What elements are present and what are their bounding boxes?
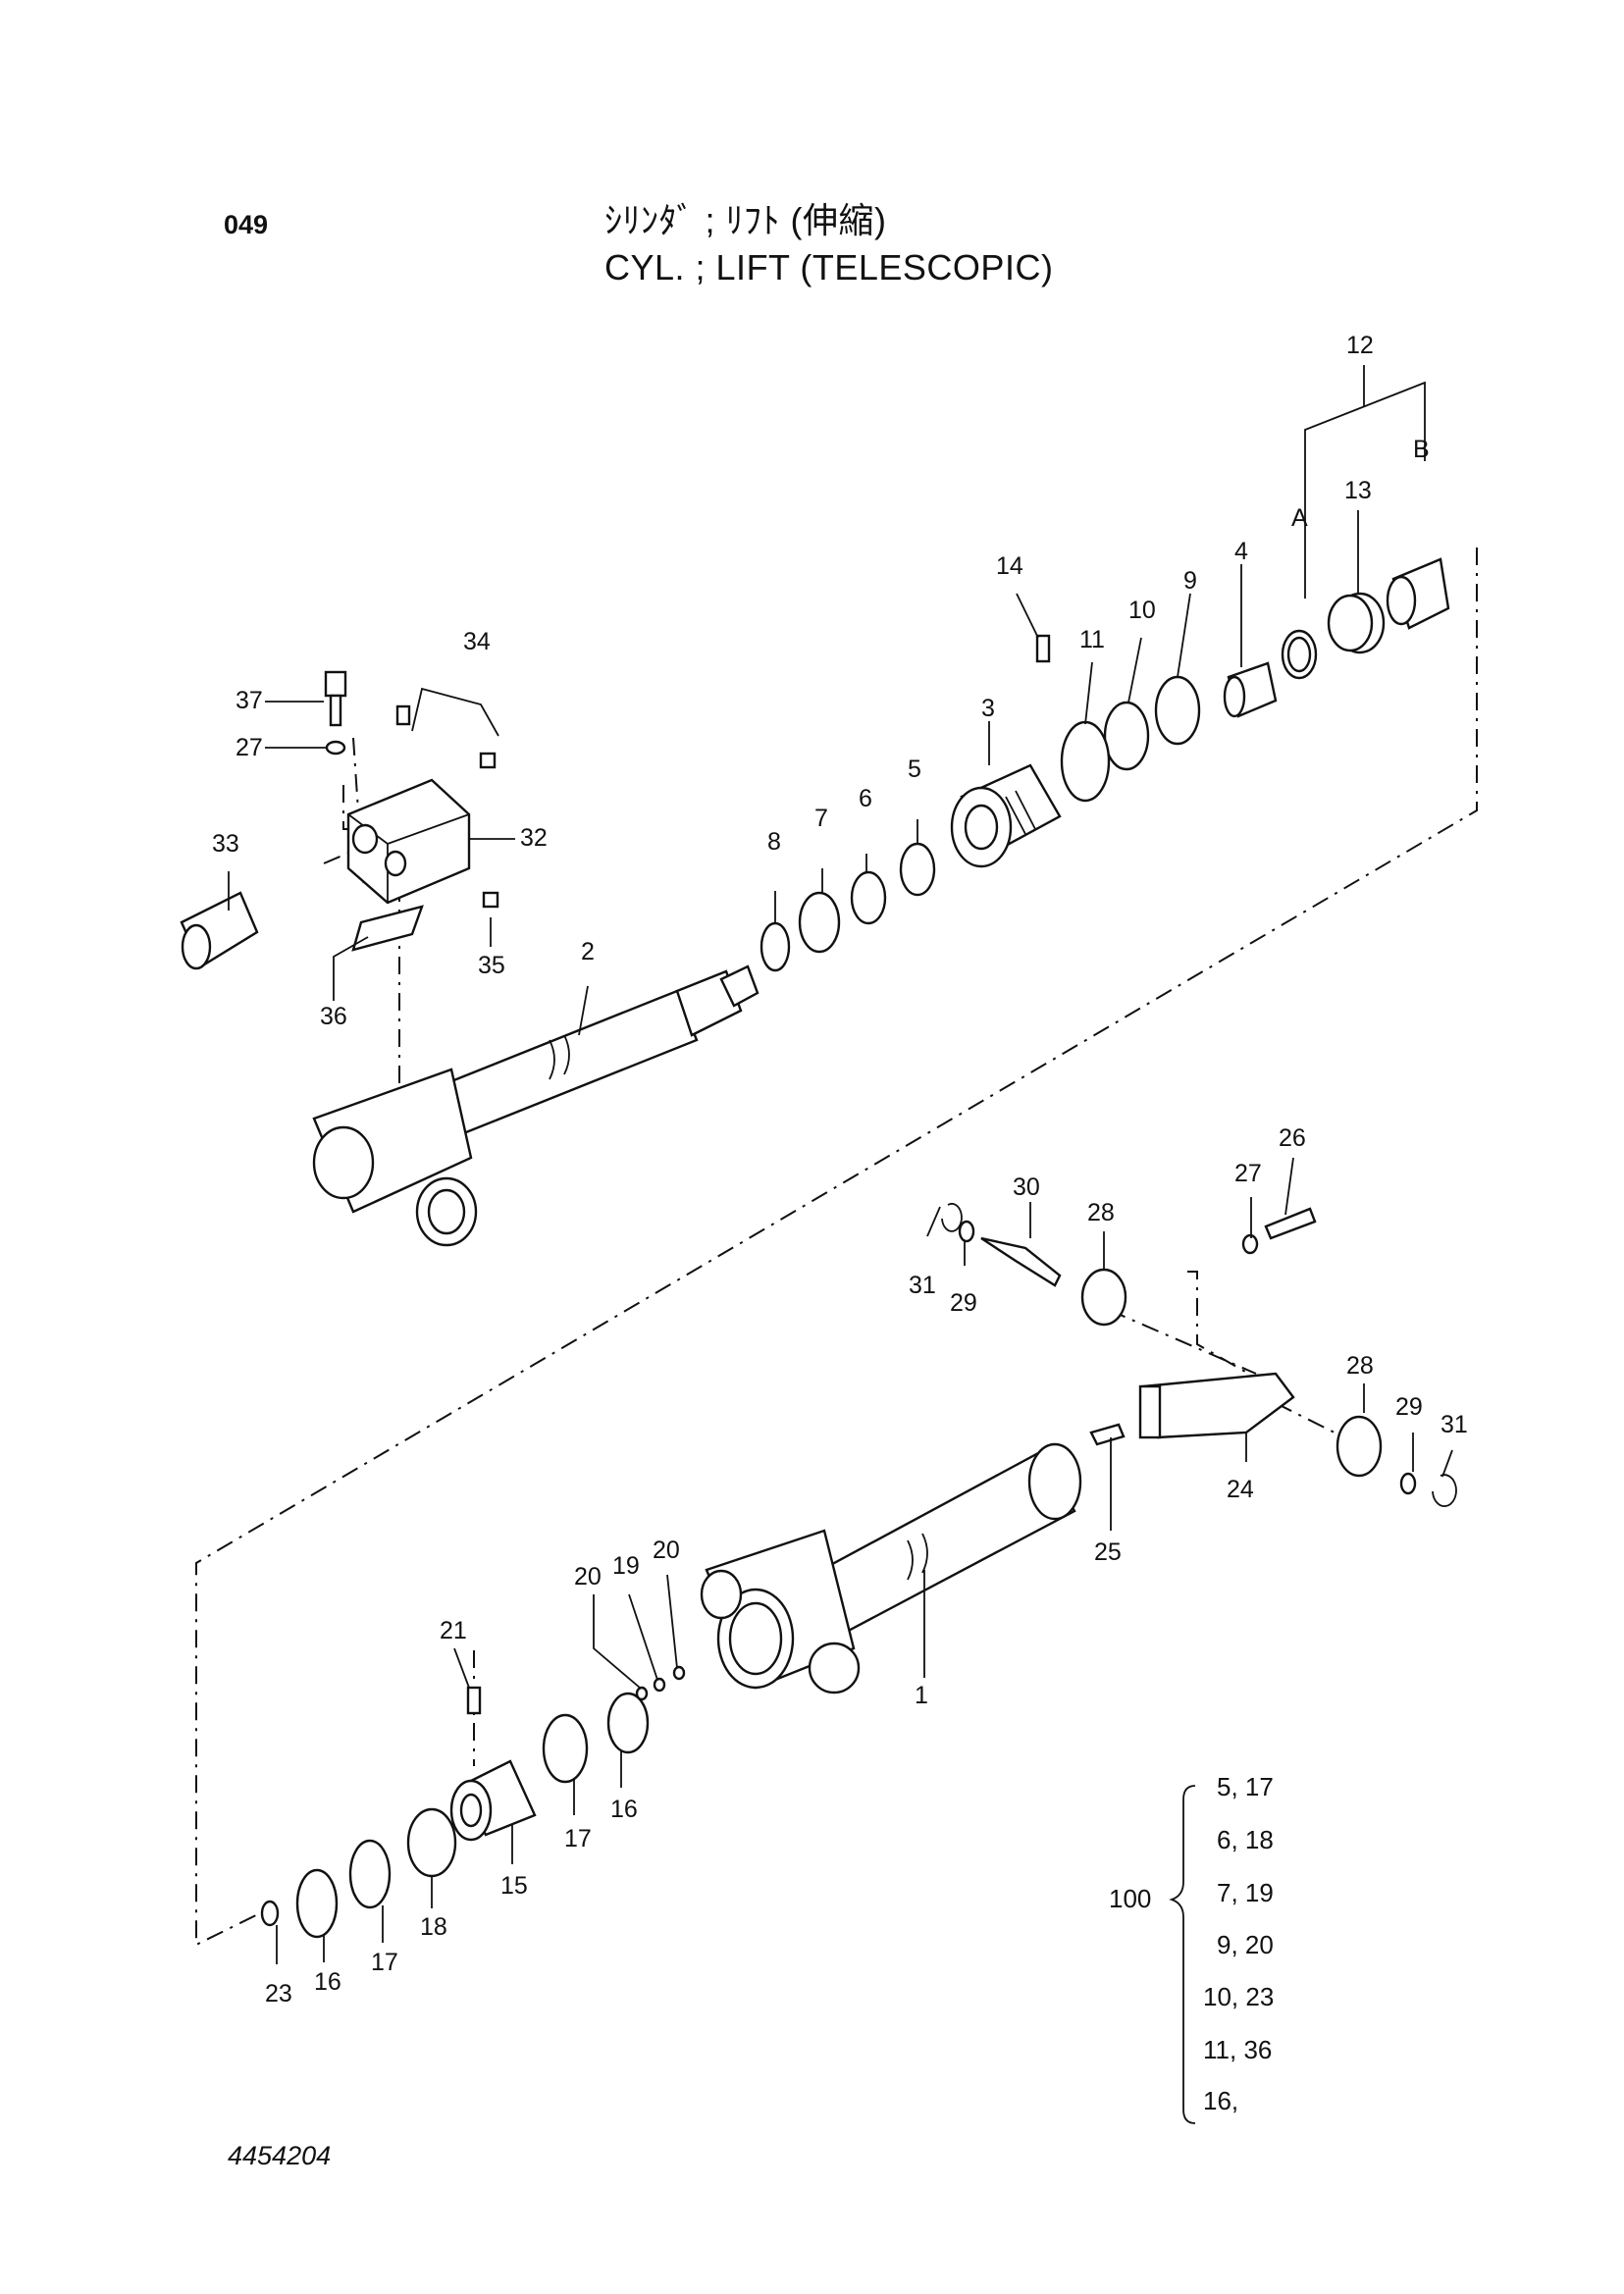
callout-A: A xyxy=(1291,504,1308,532)
callout-26: 26 xyxy=(1279,1124,1306,1152)
seal-kit-label: 100 xyxy=(1109,1884,1151,1913)
callout-8: 8 xyxy=(767,828,781,856)
callout-30: 30 xyxy=(1013,1173,1040,1201)
title-english: CYL. ; LIFT (TELESCOPIC) xyxy=(604,247,1054,287)
callout-1: 1 xyxy=(915,1682,928,1709)
document-number: 4454204 xyxy=(228,2141,332,2170)
callout-14: 14 xyxy=(996,552,1023,580)
seal-kit-row: 5, 17 xyxy=(1217,1772,1274,1801)
leader-lines xyxy=(228,510,1453,1964)
seal-kit-row: 11, 36 xyxy=(1203,2035,1272,2064)
callout-20-right: 20 xyxy=(653,1537,680,1564)
part-12-bracket xyxy=(1304,365,1426,599)
callout-34: 34 xyxy=(463,628,491,655)
seal-kit-group: 100 5, 17 6, 18 7, 19 9, 20 10, 23 11, 3… xyxy=(1109,1772,1274,2124)
callout-31-left: 31 xyxy=(909,1272,936,1299)
callout-23: 23 xyxy=(265,1980,292,2007)
seal-kit-row: 16, xyxy=(1203,2086,1238,2115)
callout-35: 35 xyxy=(478,952,505,979)
callout-37: 37 xyxy=(236,687,263,714)
callout-28-top: 28 xyxy=(1087,1199,1115,1226)
part-28-spacers xyxy=(1080,1268,1383,1478)
callout-12: 12 xyxy=(1346,332,1374,359)
page-code: 049 xyxy=(224,210,269,239)
part-B-bushing xyxy=(1386,557,1450,630)
part-19-20-balls xyxy=(635,1665,686,1701)
part-36-gasket xyxy=(351,905,424,952)
title-japanese: ｼﾘﾝﾀﾞ ; ﾘﾌﾄ (伸縮) xyxy=(604,200,887,240)
callout-19: 19 xyxy=(612,1552,640,1580)
part-21-screw xyxy=(466,1686,482,1715)
washers-right xyxy=(958,1220,1417,1495)
callout-17-right: 17 xyxy=(564,1825,592,1852)
callout-28-right: 28 xyxy=(1346,1352,1374,1380)
callout-33: 33 xyxy=(212,830,239,858)
callout-B: B xyxy=(1413,436,1430,463)
seal-kit-row: 9, 20 xyxy=(1217,1930,1274,1959)
part-30-pin xyxy=(980,1236,1062,1287)
seal-kit-row: 10, 23 xyxy=(1203,1982,1274,2011)
part-15-piston xyxy=(449,1759,537,1842)
callout-4: 4 xyxy=(1234,538,1248,565)
callout-24: 24 xyxy=(1227,1476,1254,1503)
part-4-sleeve xyxy=(1223,661,1278,718)
callout-32: 32 xyxy=(520,824,548,852)
part-35-set-screw xyxy=(482,891,499,909)
seal-kit-row: 6, 18 xyxy=(1217,1825,1274,1854)
part-14-set-screw xyxy=(1035,634,1051,663)
part-25-pin xyxy=(1089,1423,1126,1446)
callout-25: 25 xyxy=(1094,1538,1122,1566)
callout-16-right: 16 xyxy=(610,1796,638,1823)
part-32-valve-block xyxy=(346,778,471,905)
callout-labels: 12 B A 13 4 9 10 11 14 3 5 6 7 8 2 34 37… xyxy=(212,332,1468,2007)
callout-27-right: 27 xyxy=(1234,1160,1262,1187)
seal-kit-brace xyxy=(1169,1785,1196,2124)
part-13-ring xyxy=(1327,592,1386,654)
callout-20-left: 20 xyxy=(574,1563,602,1590)
part-34-plugs xyxy=(395,687,499,769)
part-9-10-11-orings xyxy=(1060,675,1201,803)
part-5-6-7-8-rings xyxy=(760,842,936,972)
callout-17-left: 17 xyxy=(371,1949,398,1976)
callout-11: 11 xyxy=(1079,626,1105,653)
snap-rings-right xyxy=(941,1202,1457,1507)
part-26-bolt xyxy=(1264,1207,1317,1240)
callout-29-right: 29 xyxy=(1395,1393,1423,1421)
callout-2: 2 xyxy=(581,938,595,965)
callout-9: 9 xyxy=(1183,567,1197,595)
seal-kit-row: 7, 19 xyxy=(1217,1878,1274,1907)
part-3-piston-head xyxy=(950,763,1062,868)
assembly-lines xyxy=(195,547,1478,1947)
part-24-bracket xyxy=(1138,1372,1295,1439)
part-2-piston-rod xyxy=(312,965,760,1247)
callout-7: 7 xyxy=(814,805,828,832)
callout-13: 13 xyxy=(1344,477,1372,504)
callout-31-right: 31 xyxy=(1441,1411,1468,1438)
callout-16-left: 16 xyxy=(314,1968,341,1996)
callout-27-top: 27 xyxy=(236,734,263,761)
callout-3: 3 xyxy=(981,695,995,722)
part-27-washer-top xyxy=(325,740,346,756)
part-A-ring xyxy=(1281,629,1318,680)
callout-15: 15 xyxy=(500,1872,528,1900)
callout-29-left: 29 xyxy=(950,1289,977,1317)
callout-18: 18 xyxy=(420,1913,447,1941)
callout-5: 5 xyxy=(908,756,921,783)
part-37-bolt xyxy=(324,670,347,727)
part-1-cylinder-tube xyxy=(700,1442,1082,1694)
callout-10: 10 xyxy=(1128,597,1156,624)
part-33-plug xyxy=(180,891,259,970)
callout-6: 6 xyxy=(859,785,872,812)
callout-36: 36 xyxy=(320,1003,347,1030)
callout-21: 21 xyxy=(440,1617,467,1644)
